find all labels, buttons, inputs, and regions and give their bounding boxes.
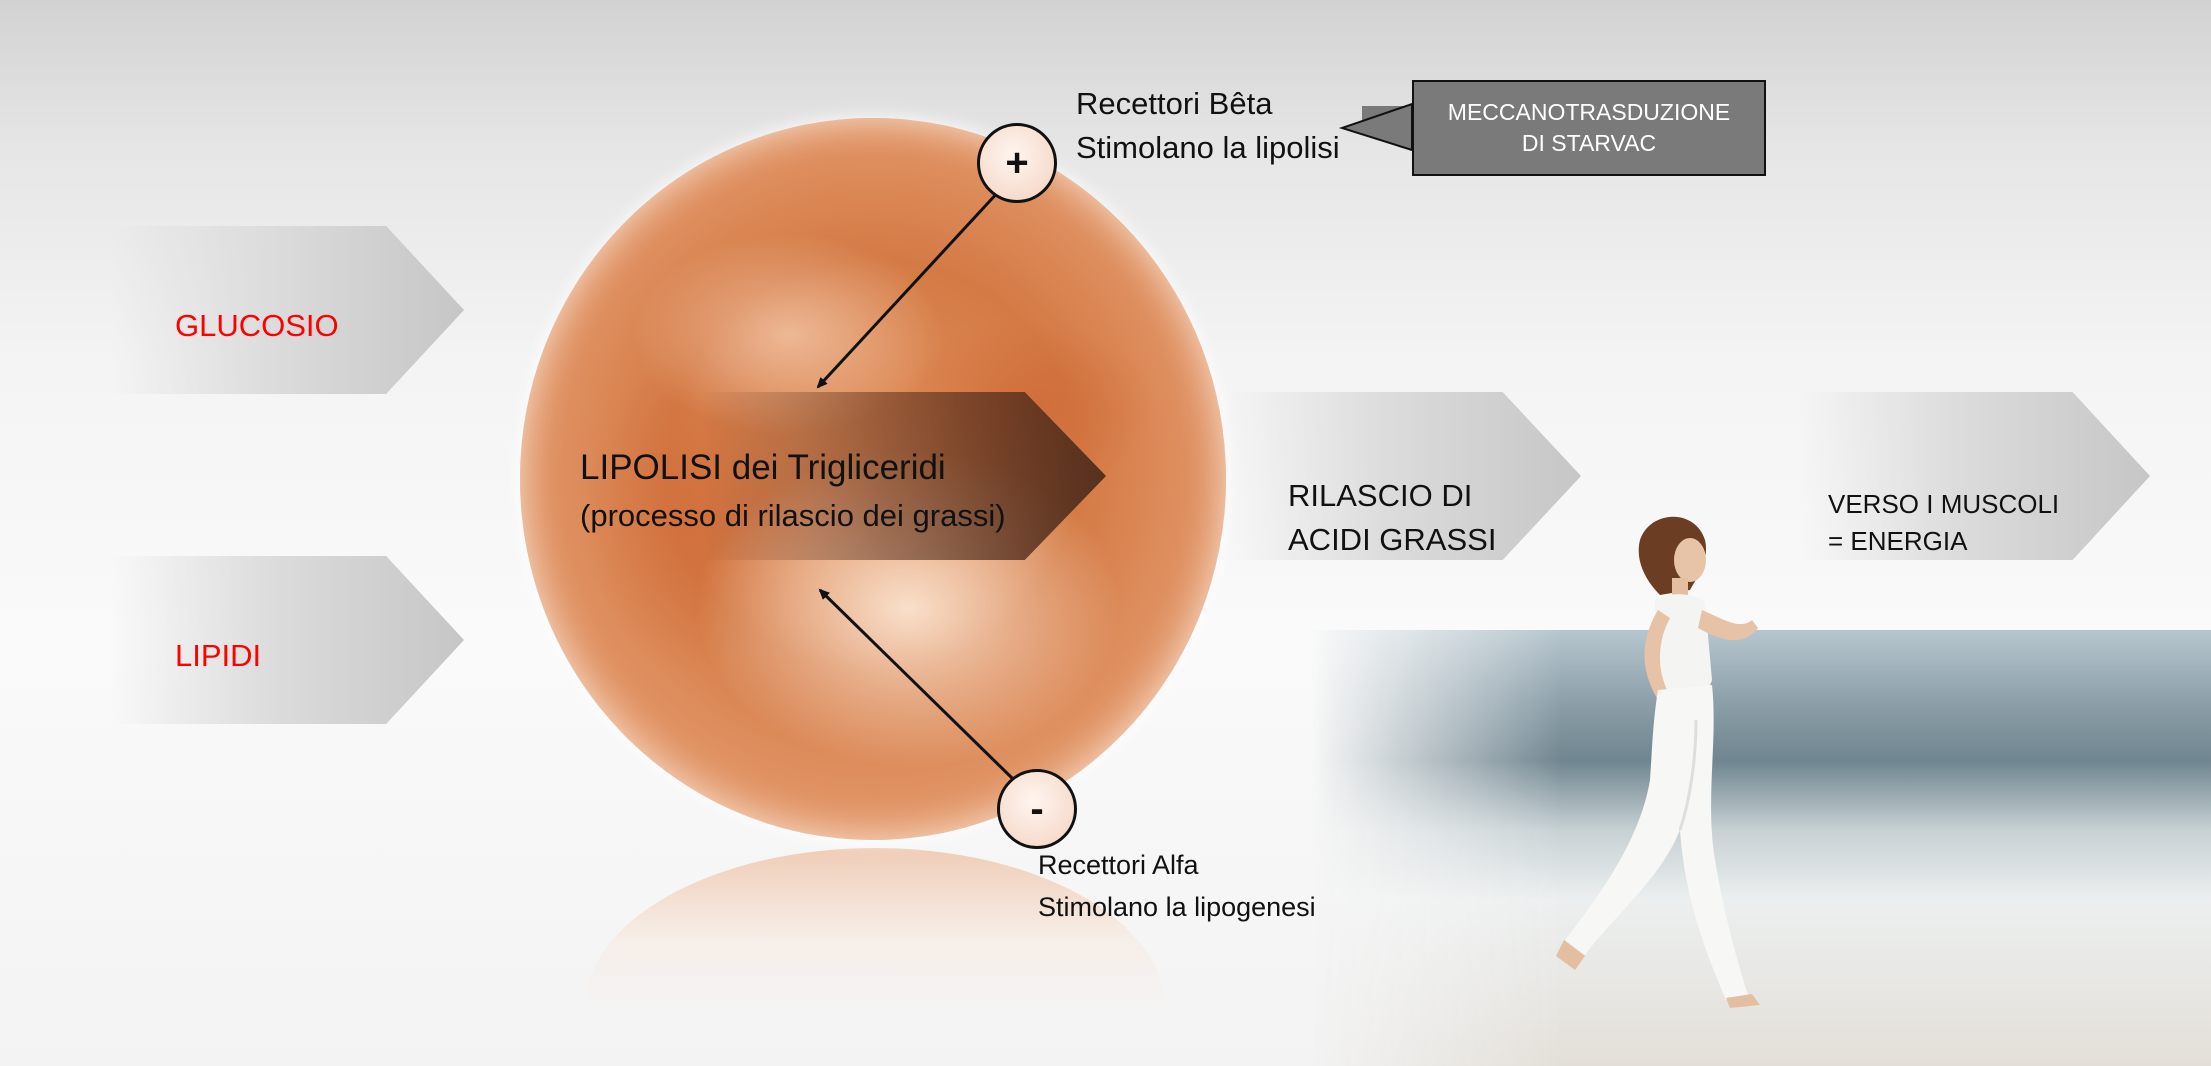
muscles-arrow (1798, 392, 2150, 560)
alpha-line2: Stimolano la lipogenesi (1038, 892, 1316, 922)
beta-line2: Stimolano la lipolisi (1076, 130, 1340, 165)
beta-plus-sign: + (977, 123, 1057, 203)
muscles-line1: VERSO I MUSCOLI (1828, 489, 2060, 519)
lipolysis-subtitle: (processo di rilascio dei grassi) (580, 498, 1006, 533)
glucosio-label: GLUCOSIO (175, 308, 339, 343)
beta-connector-arrow (816, 188, 1002, 389)
mecca-line2: DI STARVAC (1521, 130, 1657, 156)
alpha-connector-arrow (818, 588, 1014, 780)
alpha-minus-sign: - (997, 769, 1077, 849)
lipolysis-arrow (700, 392, 1106, 560)
muscles-line2: = ENERGIA (1828, 526, 1968, 556)
release-line1: RILASCIO DI (1288, 478, 1473, 513)
lipolysis-title: LIPOLISI dei Trigliceridi (580, 448, 946, 487)
meccanotrasduzione-box: MECCANOTRASDUZIONE DI STARVAC (1412, 80, 1766, 176)
alpha-line1: Recettori Alfa (1038, 850, 1199, 880)
beach-background (1310, 630, 2211, 1066)
lipidi-label: LIPIDI (175, 638, 262, 673)
mecca-line1: MECCANOTRASDUZIONE (1447, 99, 1731, 125)
input-arrow-lipidi (110, 556, 464, 724)
release-arrow (1225, 392, 1581, 560)
release-line2: ACIDI GRASSI (1288, 522, 1497, 557)
input-arrow-glucosio (110, 226, 464, 394)
runner-illustration (1556, 516, 1760, 1008)
beta-line1: Recettori Bêta (1076, 86, 1273, 121)
